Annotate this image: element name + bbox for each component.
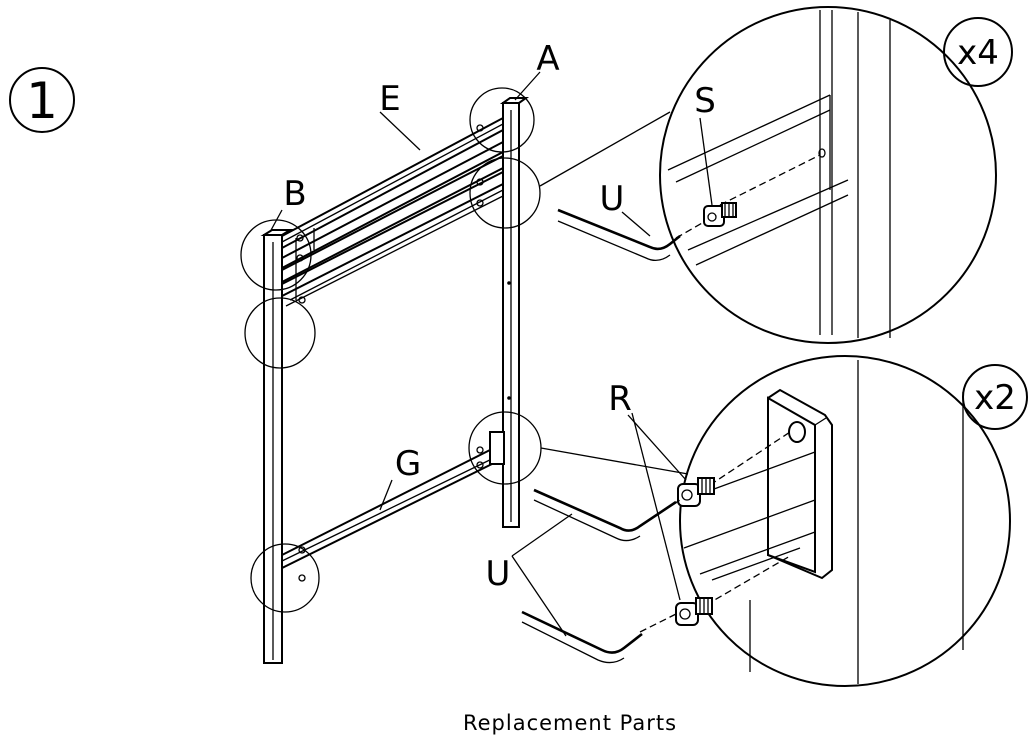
detail-bottom-circle	[679, 355, 1011, 687]
qty-bottom: x2	[974, 378, 1016, 418]
allen-keys-bottom: U	[486, 488, 681, 664]
detail-top: S x4	[659, 6, 1013, 344]
bolt-s	[703, 202, 737, 227]
qty-badge-top	[943, 17, 1013, 87]
frame-assembly	[260, 97, 530, 664]
callout-b-lower	[244, 297, 316, 369]
step-circle	[9, 67, 75, 133]
detail-bottom: x2	[675, 355, 1028, 687]
label-a: A	[536, 39, 559, 79]
label-b: B	[283, 174, 306, 214]
label-e: E	[379, 79, 400, 119]
label-g: G	[395, 444, 421, 484]
detail-leaders	[539, 111, 689, 475]
qty-top: x4	[957, 33, 999, 73]
detail-top-circle	[659, 6, 997, 344]
allen-key-top: U	[557, 179, 681, 262]
label-u-top: U	[600, 179, 625, 219]
callout-a	[469, 87, 535, 153]
step-marker: 1	[9, 67, 75, 133]
callout-g-left	[250, 543, 320, 613]
qty-badge-bottom	[962, 364, 1028, 430]
label-u-bottom: U	[486, 554, 511, 594]
label-r-group: R	[608, 379, 687, 601]
bolt-r-lower	[675, 597, 713, 626]
caption: Replacement Parts	[463, 711, 677, 735]
rail-g	[281, 449, 501, 570]
bracket-plate	[767, 388, 833, 580]
bolt-r-upper	[677, 477, 715, 507]
step-number: 1	[26, 72, 58, 130]
label-s: S	[694, 81, 716, 121]
callout-e-joint	[469, 157, 541, 229]
part-labels: A E B G	[269, 39, 560, 511]
label-r: R	[608, 379, 632, 419]
